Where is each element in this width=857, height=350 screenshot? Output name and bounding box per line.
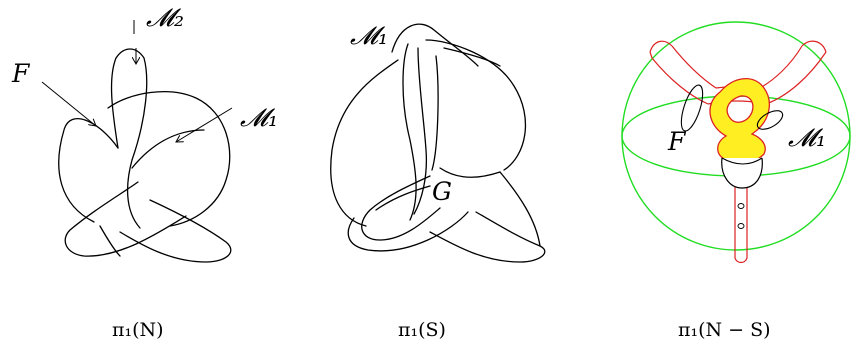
label-f: F — [667, 127, 687, 156]
label-m1: 𝓜₁ — [240, 103, 278, 132]
panel-surface-s: 𝓜₁ G π₁(S) — [330, 21, 546, 341]
surface-diagram-s — [330, 23, 546, 263]
label-m2: 𝓜₂ — [146, 3, 184, 32]
m1-arrow — [176, 107, 233, 142]
label-m1: 𝓜₁ — [788, 123, 826, 152]
panel-complement: F 𝓜₁ π₁(N − S) — [621, 21, 851, 341]
panel-knot-n: F 𝓜₂ 𝓜₁ π₁(N) — [11, 3, 278, 341]
label-g: G — [432, 177, 452, 206]
meridian-loop-f — [680, 84, 704, 132]
meridian-loop-m1 — [756, 110, 784, 130]
yellow-surface — [709, 78, 770, 165]
caption-s: π₁(S) — [398, 319, 446, 341]
caption-n: π₁(N) — [112, 319, 164, 341]
label-f: F — [11, 59, 31, 88]
f-arrow — [41, 81, 96, 126]
caption-complement: π₁(N − S) — [678, 319, 771, 341]
half-ball — [721, 157, 763, 189]
label-m1: 𝓜₁ — [350, 21, 388, 50]
knot-diagram-n — [58, 48, 232, 263]
